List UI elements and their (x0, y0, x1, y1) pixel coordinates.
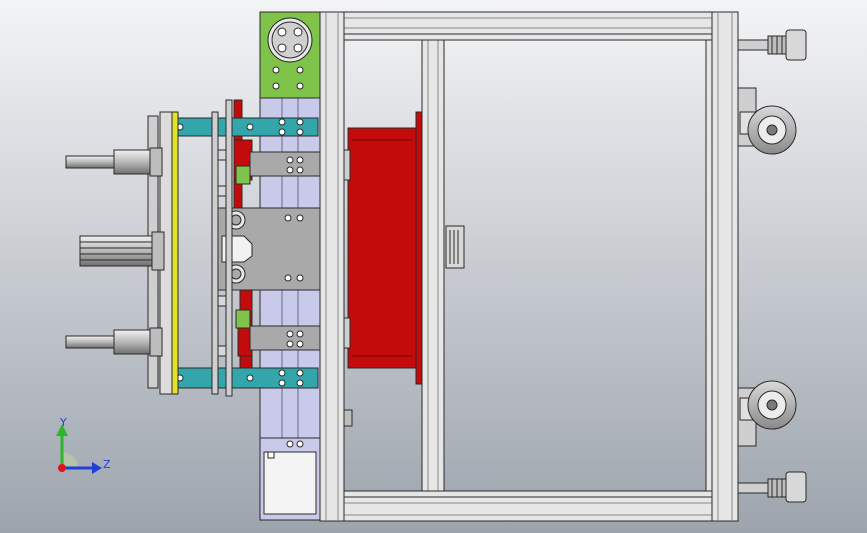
frame-top-beam (319, 11, 739, 35)
axis-y-label: Y (59, 416, 67, 429)
guide-block-lower[interactable] (235, 309, 321, 351)
splined-shaft[interactable] (79, 231, 165, 271)
guide-shaft-upper[interactable] (65, 147, 163, 177)
coordinate-triad: Y Z (56, 416, 111, 474)
origin-marker-icon (62, 452, 78, 468)
frame-left-post (319, 11, 345, 522)
caster-wheel-bottom[interactable] (737, 380, 797, 447)
leveling-foot-top[interactable] (737, 29, 807, 61)
frame-bottom-beam (319, 496, 739, 522)
frame-inner-post (421, 33, 445, 498)
fasteners-column (217, 149, 227, 357)
green-top-plate[interactable] (259, 11, 321, 99)
frame-right-post (711, 11, 739, 522)
frame-inner-beam-top (343, 33, 713, 41)
frame-right-rail (705, 39, 713, 492)
leveling-foot-bottom[interactable] (737, 471, 807, 503)
bottom-mount-plate[interactable] (259, 437, 321, 521)
teal-arm-upper[interactable] (159, 117, 319, 137)
frame-inner-beam-bottom (343, 490, 713, 498)
guide-shaft-lower[interactable] (65, 327, 163, 357)
axis-z-label: Z (103, 458, 111, 471)
caster-wheel-top[interactable] (737, 87, 797, 155)
guide-block-upper[interactable] (235, 151, 321, 185)
teal-arm-lower[interactable] (159, 367, 319, 389)
red-cylinder-body[interactable] (343, 111, 423, 427)
cylinder-rod-coupler[interactable] (445, 225, 465, 269)
